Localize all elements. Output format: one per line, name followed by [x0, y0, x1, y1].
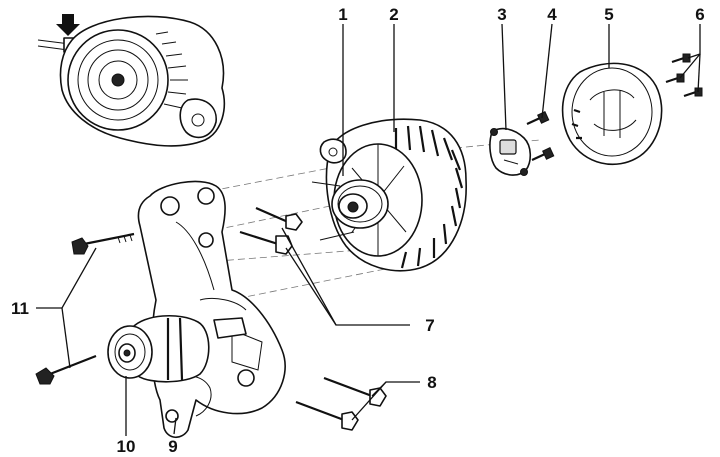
rear-cover-ring [87, 49, 149, 111]
callout-4: 4 [547, 5, 557, 24]
voltage-regulator [489, 127, 532, 176]
tensioner-pulley [107, 314, 210, 383]
mounting-eye-hole [191, 113, 205, 127]
bracket-bolt-8-lower [295, 400, 359, 431]
leader-6c [697, 53, 701, 93]
leader-lines [36, 23, 701, 436]
alternator-mount-lug [319, 138, 347, 164]
leader-6b [679, 53, 701, 79]
alternator-bolt-lower [239, 230, 293, 255]
regulator-screws [526, 111, 555, 161]
rear-protective-cover [561, 62, 663, 165]
alternator-main [311, 118, 467, 272]
leader-9 [173, 417, 177, 435]
mount-lug-hole [328, 147, 338, 157]
alternator-rear-view-inset [37, 15, 226, 147]
pulley-groove [337, 185, 383, 223]
leader-8b [351, 381, 387, 421]
callout-9: 9 [168, 437, 177, 456]
pulley-nut [347, 201, 359, 213]
rear-cover-ring [77, 39, 159, 121]
callout-1: 1 [338, 5, 347, 24]
callout-2: 2 [389, 5, 398, 24]
cooling-slots [155, 31, 188, 109]
callout-11: 11 [11, 299, 29, 318]
leader-11b [61, 307, 71, 369]
leader-7b [285, 247, 337, 326]
bracket-bolt-lower [35, 354, 97, 385]
leader-6 [687, 24, 701, 59]
callout-8: 8 [427, 373, 436, 392]
rear-cover-ring [98, 60, 138, 100]
callout-5: 5 [604, 5, 613, 24]
leader-4 [541, 23, 553, 119]
arrow-down-icon [56, 14, 80, 36]
callout-labels: 1 2 3 4 5 6 7 8 9 10 11 [11, 5, 705, 456]
rear-hub [111, 73, 125, 87]
cable [37, 45, 69, 51]
cooling-fins [394, 125, 464, 269]
cover-screws [665, 53, 703, 98]
leader-3 [501, 23, 507, 131]
mounting-eye [179, 98, 217, 139]
callout-3: 3 [497, 5, 506, 24]
alternator-bolt-upper [255, 206, 303, 231]
callout-6: 6 [695, 5, 704, 24]
leader-11 [36, 247, 97, 309]
bracket-bolt-upper [71, 232, 135, 255]
callout-7: 7 [425, 316, 434, 335]
callout-10: 10 [117, 437, 136, 456]
shaft-line [311, 181, 341, 187]
bracket-bolt-8-upper [323, 376, 387, 407]
shaft-line [319, 231, 355, 241]
